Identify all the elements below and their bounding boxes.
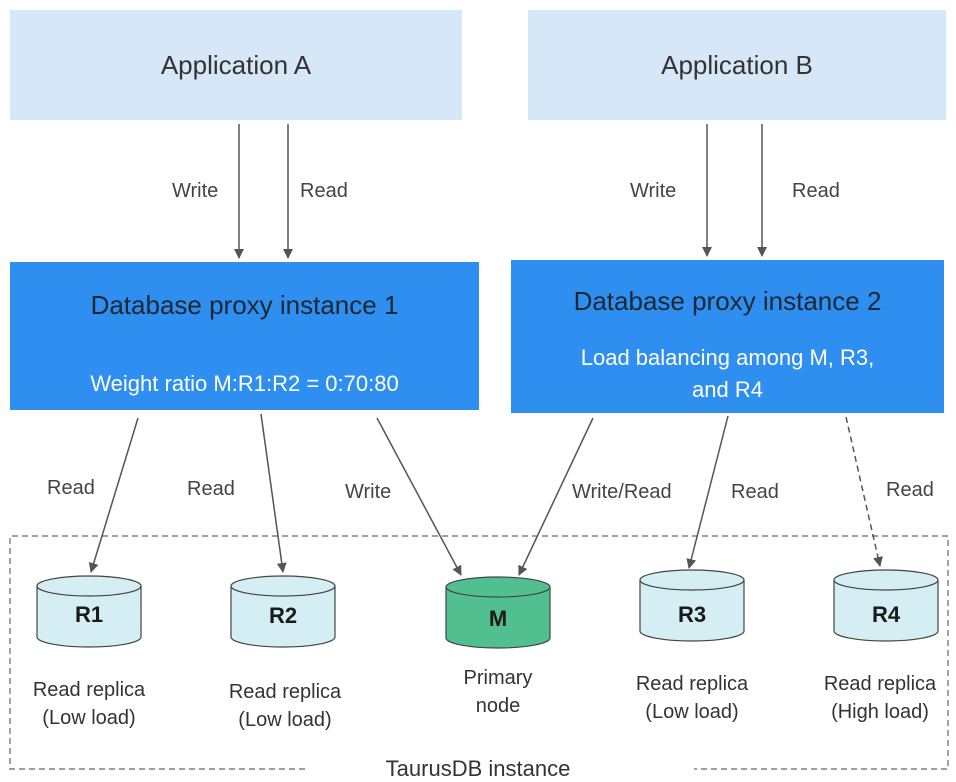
label-b-read: Read bbox=[792, 180, 840, 202]
node-m-role: Primary bbox=[463, 667, 533, 689]
arrow-p2-m bbox=[518, 417, 594, 576]
label-p1-r1: Read bbox=[47, 477, 95, 499]
cylinder-r1: R1 bbox=[36, 575, 142, 648]
proxy-instance-1-box: Database proxy instance 1 Weight ratio M… bbox=[10, 262, 479, 410]
cylinder-r2: R2 bbox=[230, 575, 336, 648]
cylinder-r4-label: R4 bbox=[872, 602, 901, 627]
node-m-role-line2: node bbox=[475, 695, 521, 717]
node-r2-description: Read replica (Low load) bbox=[205, 678, 365, 734]
cylinder-r3-label: R3 bbox=[678, 602, 706, 627]
taurusdb-instance-label: TaurusDB instance bbox=[373, 756, 583, 781]
label-p1-m: Write bbox=[345, 481, 392, 503]
label-a-read: Read bbox=[300, 180, 348, 202]
node-r3-load: (Low load) bbox=[645, 701, 739, 723]
node-r2-role: Read replica bbox=[228, 681, 342, 703]
label-p2-r3: Read bbox=[731, 481, 779, 503]
taurusdb-instance-label-wrap: TaurusDB instance bbox=[0, 756, 956, 782]
proxy-instance-1-title: Database proxy instance 1 bbox=[90, 290, 399, 320]
node-r4-description: Read replica (High load) bbox=[800, 670, 956, 726]
proxy-instance-2-box: Database proxy instance 2 Load balancing… bbox=[511, 260, 944, 413]
label-a-write: Write bbox=[172, 180, 219, 202]
application-a-box: Application A bbox=[10, 10, 462, 120]
cylinder-m-label: M bbox=[489, 606, 507, 631]
arrow-p1-r1 bbox=[88, 417, 139, 573]
node-r1-role: Read replica bbox=[32, 679, 146, 701]
cylinder-r4: R4 bbox=[833, 569, 939, 642]
cylinder-m: M bbox=[445, 576, 551, 649]
node-r3-role: Read replica bbox=[635, 673, 749, 695]
arrow-p2-r4 bbox=[845, 416, 883, 567]
arrow-p1-r2 bbox=[260, 413, 287, 573]
cylinder-r1-label: R1 bbox=[75, 602, 103, 627]
arrow-p1-m bbox=[376, 417, 462, 576]
cylinder-r2-label: R2 bbox=[269, 603, 297, 628]
node-r3-description: Read replica (Low load) bbox=[612, 670, 772, 726]
cylinder-r3: R3 bbox=[639, 569, 745, 642]
node-r1-load: (Low load) bbox=[42, 707, 136, 729]
application-b-label: Application B bbox=[661, 49, 813, 80]
node-r4-role: Read replica bbox=[823, 673, 937, 695]
proxy-instance-2-subtitle-line1: Load balancing among M, R3, bbox=[580, 345, 875, 370]
application-b-box: Application B bbox=[528, 10, 946, 120]
label-p2-m: Write/Read bbox=[572, 481, 672, 503]
application-a-label: Application A bbox=[160, 49, 312, 80]
proxy-instance-1-subtitle: Weight ratio M:R1:R2 = 0:70:80 bbox=[90, 371, 399, 396]
label-p2-r4: Read bbox=[886, 479, 934, 501]
node-r1-description: Read replica (Low load) bbox=[9, 676, 169, 732]
arrow-p2-r3 bbox=[686, 415, 729, 569]
proxy-instance-2-title: Database proxy instance 2 bbox=[573, 286, 882, 316]
label-p1-r2: Read bbox=[187, 478, 235, 500]
taurusdb-instance-border bbox=[9, 535, 949, 770]
node-r2-load: (Low load) bbox=[238, 709, 332, 731]
label-b-write: Write bbox=[630, 180, 677, 202]
node-r4-load: (High load) bbox=[831, 701, 929, 723]
proxy-instance-2-subtitle-line2: and R4 bbox=[692, 377, 763, 402]
node-m-description: Primary node bbox=[436, 664, 560, 720]
